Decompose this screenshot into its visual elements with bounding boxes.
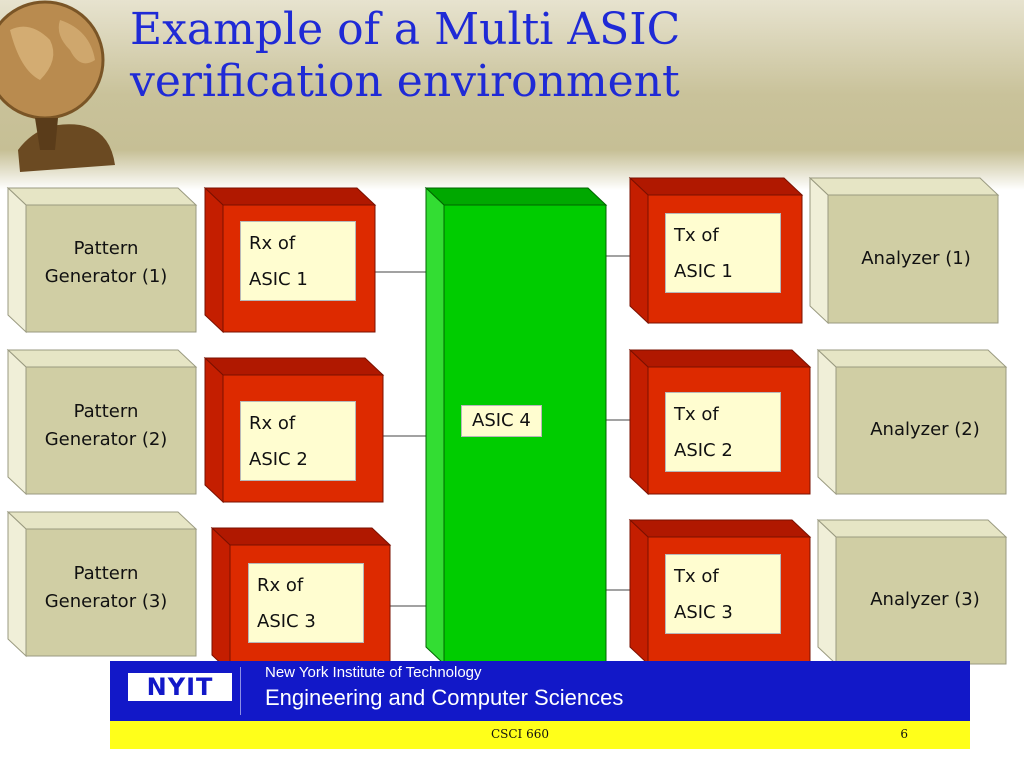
globe-icon bbox=[0, 0, 115, 172]
generator-box-3 bbox=[6, 510, 198, 658]
analyzer-label-1: Analyzer (1) bbox=[861, 248, 971, 269]
rx-label-1: Rx of ASIC 1 bbox=[240, 221, 356, 301]
analyzer-box-1 bbox=[808, 176, 1000, 325]
rx-label-3: Rx of ASIC 3 bbox=[248, 563, 364, 643]
generator-box-2 bbox=[6, 348, 198, 496]
generator-box-1 bbox=[6, 186, 198, 334]
connector-lines bbox=[375, 255, 632, 607]
footer-bar: CSCI 660 6 bbox=[110, 721, 970, 749]
title-line-2: verification environment bbox=[130, 56, 680, 107]
institute-name: New York Institute of Technology bbox=[265, 664, 482, 681]
generator-label-1: Pattern Generator (1) bbox=[44, 238, 168, 287]
department-name: Engineering and Computer Sciences bbox=[265, 685, 624, 710]
rx-label-2: Rx of ASIC 2 bbox=[240, 401, 356, 481]
analyzer-label-2: Analyzer (2) bbox=[870, 419, 980, 440]
asic4-label: ASIC 4 bbox=[461, 405, 542, 437]
analyzer-box-3 bbox=[816, 518, 1008, 666]
tx-label-1: Tx of ASIC 1 bbox=[665, 213, 781, 293]
course-code: CSCI 660 bbox=[490, 727, 550, 741]
analyzer-label-3: Analyzer (3) bbox=[870, 589, 980, 610]
logo-divider bbox=[240, 667, 241, 715]
slide-title: Example of a Multi ASIC verification env… bbox=[130, 4, 1010, 108]
analyzer-box-2 bbox=[816, 348, 1008, 496]
footer-banner: NYIT New York Institute of Technology En… bbox=[110, 661, 970, 721]
page-number: 6 bbox=[900, 727, 908, 741]
nyit-logo: NYIT bbox=[128, 673, 232, 701]
generator-label-2: Pattern Generator (2) bbox=[44, 401, 168, 450]
tx-label-2: Tx of ASIC 2 bbox=[665, 392, 781, 472]
tx-label-3: Tx of ASIC 3 bbox=[665, 554, 781, 634]
generator-label-3: Pattern Generator (3) bbox=[44, 563, 168, 612]
title-line-1: Example of a Multi ASIC bbox=[130, 4, 681, 55]
